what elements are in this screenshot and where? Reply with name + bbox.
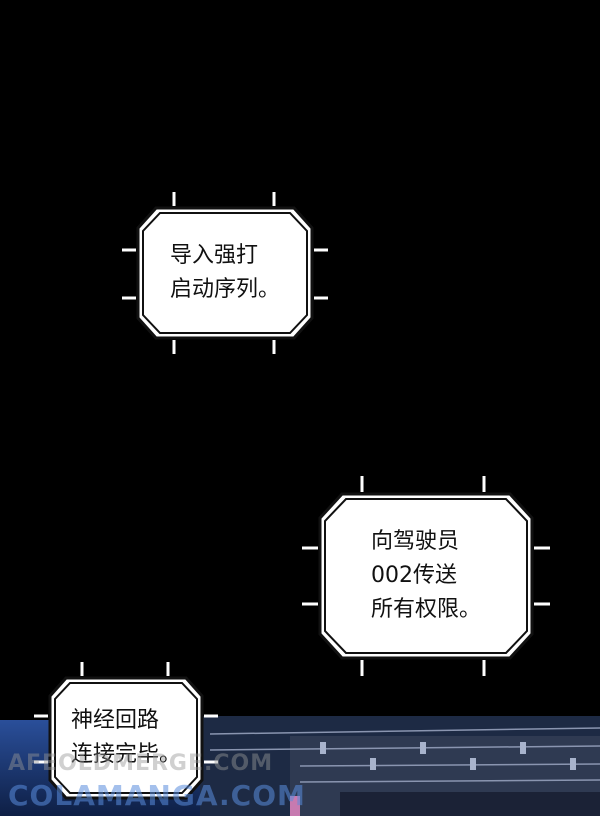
speech-bubble-1: 导入强打 启动序列。 — [122, 192, 328, 354]
bubble-1-text: 导入强打 启动序列。 — [169, 243, 280, 302]
bubble-frame — [122, 192, 328, 354]
watermark-line-1: AFEOLDMERGE.COM — [8, 751, 274, 776]
bubble-3-text: 神经回路 连接完毕。 — [70, 708, 181, 767]
speech-bubble-3: 神经回路 连接完毕。 — [34, 662, 218, 800]
bubble-2-text: 向驾驶员 002传送 所有权限。 — [370, 529, 481, 622]
speech-bubble-2: 向驾驶员 002传送 所有权限。 — [302, 476, 550, 676]
watermark: AFEOLDMERGE.COM COLAMANGA.COM — [8, 748, 306, 812]
machinery-scene — [0, 716, 600, 816]
bubble-frame — [34, 662, 218, 800]
watermark-line-2: COLAMANGA.COM — [8, 779, 306, 812]
bubble-frame — [302, 476, 550, 676]
